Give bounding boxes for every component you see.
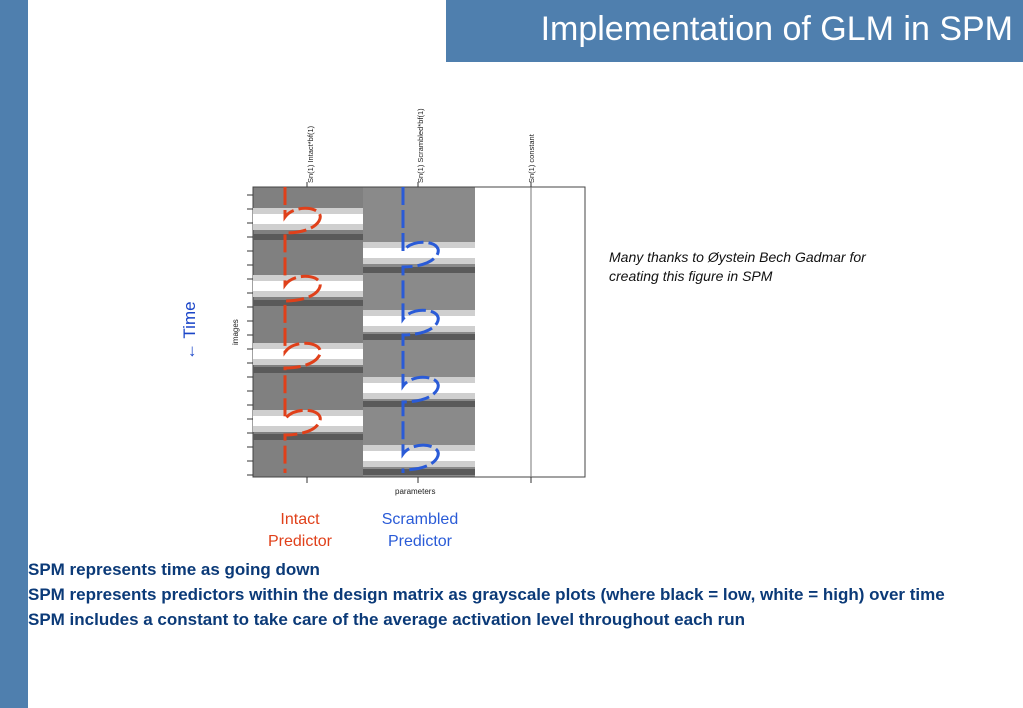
left-accent-bar <box>0 0 28 708</box>
scrambled-predictor-trace <box>401 187 440 473</box>
design-matrix-figure: Sn(1) Intact*bf(1) Sn(1) Scrambled*bf(1)… <box>231 108 586 496</box>
column-label-intact: Sn(1) Intact*bf(1) <box>306 125 315 183</box>
scrambled-predictor-label-line1: Scrambled <box>381 511 459 528</box>
design-matrix <box>247 186 586 483</box>
x-axis-label: parameters <box>395 487 435 496</box>
column-label-scrambled: Sn(1) Scrambled*bf(1) <box>416 108 425 183</box>
scrambled-predictor-label-line2: Predictor <box>387 533 453 550</box>
time-direction-label: ← Time <box>180 301 199 360</box>
y-axis-label: images <box>231 319 240 345</box>
column-label-constant: Sn(1) constant <box>527 133 536 183</box>
bullet-list: SPM represents time as going down SPM re… <box>28 560 1003 635</box>
bullet-item: SPM represents time as going down <box>28 560 320 579</box>
scrambled-predictor-label: Scrambled Predictor <box>370 509 470 553</box>
intact-predictor-label-line2: Predictor <box>267 533 333 550</box>
figure-credit: Many thanks to Øystein Bech Gadmar for c… <box>609 249 866 284</box>
intact-predictor-trace <box>283 187 322 473</box>
intact-predictor-label: Intact Predictor <box>255 509 345 553</box>
scrambled-bands <box>363 242 475 475</box>
intact-bands <box>253 208 363 440</box>
slide-title: Implementation of GLM in SPM <box>540 10 1013 48</box>
bullet-item: SPM includes a constant to take care of … <box>28 610 746 629</box>
title-banner: Implementation of GLM in SPM <box>446 0 1023 62</box>
intact-predictor-label-line1: Intact <box>280 511 320 528</box>
y-axis-ticks <box>247 194 253 476</box>
bullet-item: SPM represents predictors within the des… <box>28 585 945 604</box>
